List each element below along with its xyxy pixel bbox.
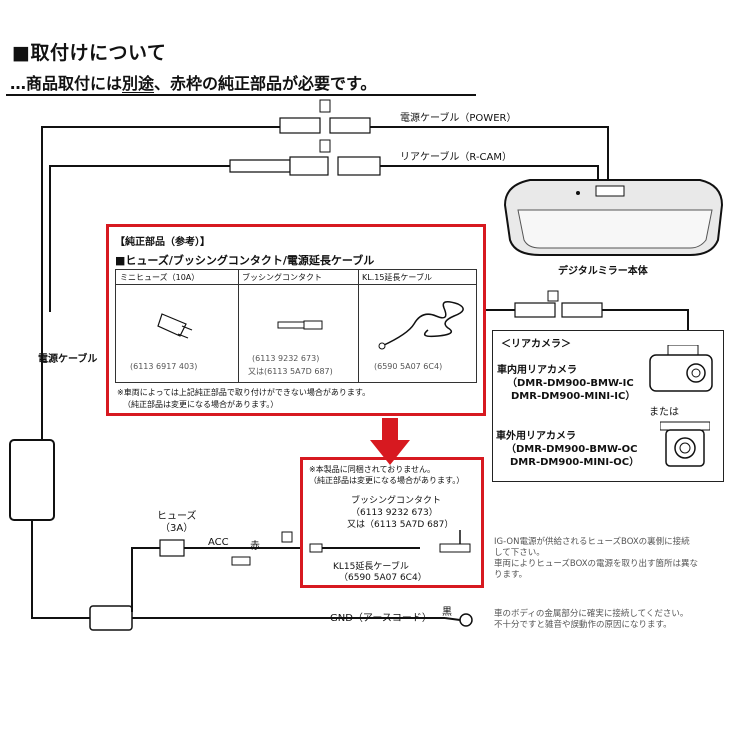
power-ok-check [319, 99, 331, 113]
ig-on-note: IG-ON電源が供給されるヒューズBOXの裏側に接続 して下さい。 車両によりヒ… [494, 537, 730, 581]
ig-on-line-1: IG-ON電源が供給されるヒューズBOXの裏側に接続 [494, 537, 690, 547]
ig-on-line-2: して下さい。 [494, 548, 545, 558]
subheading-underlined: 別途 [122, 74, 155, 93]
bundled-ext-label: KL15延長ケーブル [333, 562, 409, 572]
genuine-note-2: （純正部品は変更になる場合があります。） [123, 400, 279, 409]
ground-note: 車のボディの金属部分に確実に接続してください。 不十分ですと雑音や誤動作の原因に… [494, 609, 730, 631]
outer-camera-model-1: （DMR-DM900-BMW-OC [506, 444, 638, 455]
side-power-cable-label: 電源ケーブル [38, 354, 98, 365]
fuse-holder [159, 539, 185, 557]
ground-lead [444, 617, 461, 621]
inner-camera-label: 車内用リアカメラ [497, 365, 577, 376]
mirror-sensor [576, 191, 580, 195]
ground-line-2: 不十分ですと雑音や誤動作の原因になります。 [494, 620, 672, 630]
rear-cable-wire [49, 165, 230, 312]
subheading-prefix: …商品取付には [10, 74, 123, 93]
col-ext-number: (6590 5A07 6C4) [374, 362, 443, 371]
bundled-ext-number: （6590 5A07 6C4） [339, 573, 427, 583]
col-bushing-name: ブッシングコンタクト [242, 273, 322, 282]
inner-camera-model-2: DMR-DM900-MINI-IC） [511, 391, 636, 402]
harness-connector [89, 605, 133, 631]
red-wire-label: 赤 [250, 541, 260, 552]
black-wire-label: 黒 [442, 607, 452, 618]
rear-connector-right [337, 156, 381, 176]
power-cable-wire [41, 126, 280, 490]
col-fuse-number: (6113 6917 403) [130, 362, 198, 371]
power-connector-right [329, 117, 371, 134]
bundled-bushing-number-2: 又は（6113 5A7D 687） [347, 520, 454, 530]
genuine-parts-panel: 【純正部品（参考）】 ■ヒューズ/ブッシングコンタクト/電源延長ケーブル ミニヒ… [106, 224, 486, 416]
bushing-contact-icon [277, 320, 323, 330]
bushing-sketch-right [439, 543, 471, 553]
bundled-note-2: （純正部品は変更になる場合があります。） [309, 476, 465, 485]
mini-fuse-icon [157, 313, 193, 339]
gnd-label: GND（アースコード） [330, 613, 432, 624]
col-bushing-alt: 又は(6113 5A7D 687) [248, 367, 333, 376]
rear-camera-title: ＜リアカメラ＞ [501, 339, 571, 350]
col-fuse-name: ミニヒューズ（10A） [120, 273, 200, 282]
fuse-rating-label: （3A） [160, 523, 194, 534]
mirror-body-label: デジタルミラー本体 [558, 266, 648, 277]
rear-camera-connector-b [561, 302, 603, 318]
outer-camera-icon [660, 421, 710, 467]
bushing-sketch-left [309, 543, 323, 553]
outer-camera-model-2: DMR-DM900-MINI-OC） [510, 457, 640, 468]
ig-on-line-3: 車両によりヒューズBOXの電源を取り出す箇所は異な [494, 559, 699, 569]
col-bushing-number: (6113 9232 673) [252, 354, 320, 363]
mirror-glass [517, 209, 713, 249]
page-subheading: …商品取付には別途、赤枠の純正部品が必要です。 [10, 70, 376, 94]
col-ext-name: KL.15延長ケーブル [362, 273, 432, 282]
acc-ok-check [281, 531, 293, 543]
page-heading: ■取付けについて [12, 42, 167, 64]
rear-connector-left [289, 156, 329, 176]
parts-table: ミニヒューズ（10A） ブッシングコンタクト KL.15延長ケーブル (6113… [115, 269, 477, 383]
rear-camera-ok-check [547, 290, 559, 302]
genuine-parts-title: 【純正部品（参考）】 [115, 237, 210, 248]
acc-label: ACC [208, 537, 229, 548]
ground-line-1: 車のボディの金属部分に確実に接続してください。 [494, 609, 689, 619]
power-connector-left [279, 117, 321, 134]
outer-camera-label: 車外用リアカメラ [496, 431, 576, 442]
ig-on-line-4: ります。 [494, 570, 528, 580]
rear-ok-check [319, 139, 331, 153]
rear-camera-connector-a [514, 302, 556, 318]
inner-camera-model-1: （DMR-DM900-BMW-IC [507, 378, 634, 389]
bundled-bushing-label: ブッシングコンタクト [351, 496, 442, 506]
fuse-label: ヒューズ [157, 511, 197, 522]
ground-terminal [459, 613, 473, 627]
bundled-parts-panel: ※本製品に同梱されておりません。 （純正部品は変更になる場合があります。） ブッ… [300, 457, 484, 588]
power-cable-to-mirror [370, 126, 609, 185]
table-divider-1 [238, 270, 239, 382]
genuine-parts-subtitle: ■ヒューズ/ブッシングコンタクト/電源延長ケーブル [115, 254, 375, 267]
rear-cable-label: リアケーブル（R-CAM） [400, 152, 513, 163]
acc-plug [231, 556, 251, 566]
genuine-note-1: ※車両によっては上記純正部品で取り付けができない場合があります。 [117, 388, 371, 397]
or-label: または [649, 407, 679, 418]
inner-camera-icon [649, 345, 713, 392]
bundled-note-1: ※本製品に同梱されておりません。 [309, 465, 435, 474]
rear-plug [229, 159, 291, 173]
rear-cable-to-mirror [380, 165, 599, 185]
table-divider-2 [358, 270, 359, 382]
harness-box [9, 439, 55, 521]
subheading-suffix: 、赤枠の純正部品が必要です。 [154, 74, 377, 93]
bundled-bushing-number-1: （6113 9232 673） [351, 508, 438, 518]
table-header-rule [116, 284, 476, 285]
callout-arrow [370, 418, 410, 465]
mirror-port [595, 185, 625, 197]
extension-cable-icon [378, 301, 464, 350]
power-cable-label: 電源ケーブル（POWER） [400, 113, 517, 124]
harness-wire-bottom [31, 520, 90, 619]
acc-branch-wire [131, 547, 160, 612]
